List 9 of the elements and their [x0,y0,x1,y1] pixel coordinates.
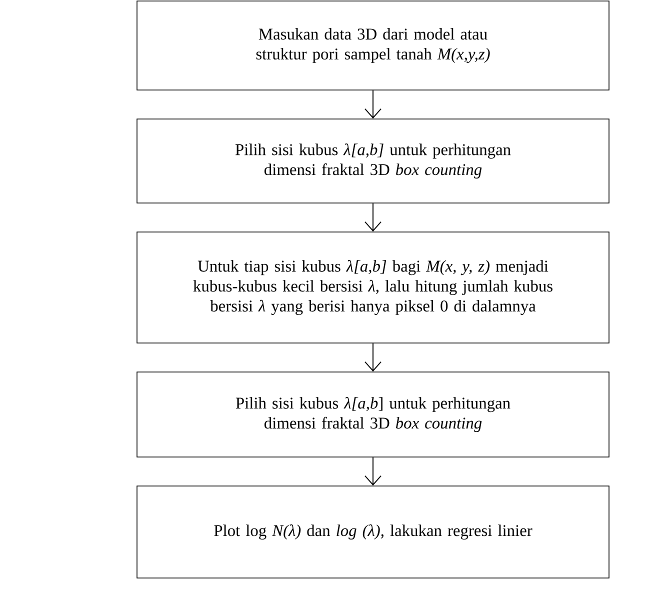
process-box: Plot log N(λ) dan log (λ), lakukan regresi linier [136,486,610,578]
process-box: Pilih sisi kubus λ[a,b] untuk perhitungan dimensi fraktal 3D box counting [136,372,610,458]
arrow [364,202,382,232]
arrow [364,456,382,486]
process-box: Pilih sisi kubus λ[a,b] untuk perhitungan dimensi fraktal 3D box counting [136,118,610,204]
arrow [364,90,382,119]
arrow [364,342,382,372]
process-box: Masukan data 3D dari model atau struktur pori sampel tanah M(x,y,z) [136,0,610,90]
process-box: Untuk tiap sisi kubus λ[a,b] bagi M(x, y, z) menjadi kubus-kubus kecil bersisi λ, lalu hitung jumlah kubus bersisi λ yang berisi hanya piksel 0 di dalamnya [136,232,610,344]
